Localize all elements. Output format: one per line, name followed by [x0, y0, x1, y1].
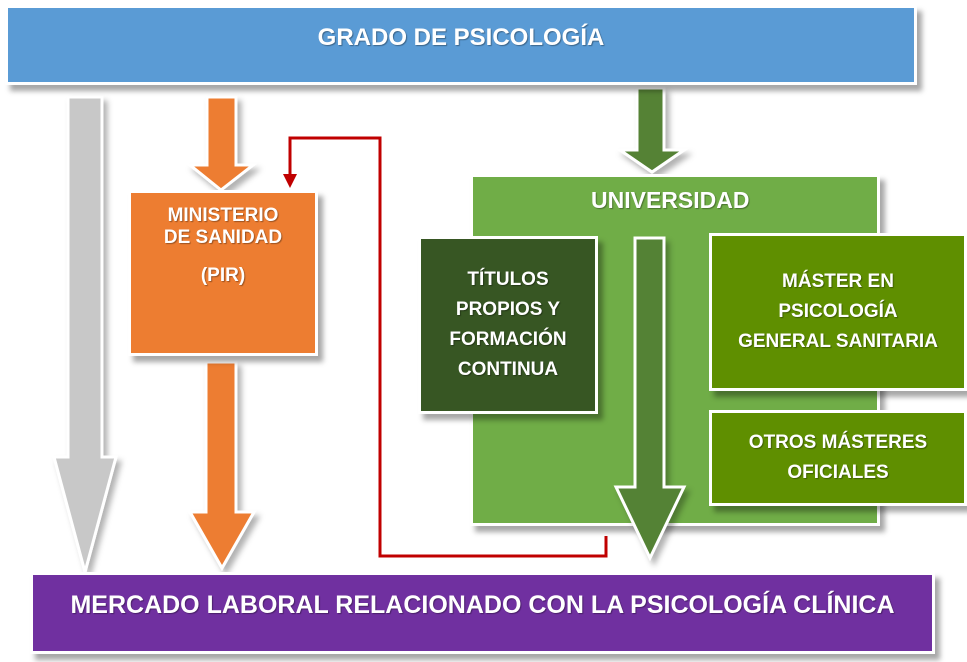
otros-line-2: OFICIALES — [787, 462, 889, 483]
master-line-2: PSICOLOGÍA — [778, 301, 898, 322]
node-grado-de-psicologia: GRADO DE PSICOLOGÍA — [5, 5, 917, 85]
mercado-label: MERCADO LABORAL RELACIONADO CON LA PSICO… — [70, 591, 895, 619]
otros-line-1: OTROS MÁSTERES — [748, 432, 928, 453]
edge-universidad-ministerio-connector — [288, 136, 608, 558]
ministerio-line-1: MINISTERIO — [167, 205, 279, 226]
edge-grado-mercado-arrow — [52, 95, 118, 578]
node-mercado-laboral: MERCADO LABORAL RELACIONADO CON LA PSICO… — [30, 572, 935, 654]
master-line-1: MÁSTER EN — [782, 271, 894, 292]
edge-grado-universidad-arrow — [615, 86, 689, 174]
titulos-line-4: CONTINUA — [457, 359, 559, 380]
ministerio-line-3: (PIR) — [200, 265, 246, 286]
node-ministerio-de-sanidad: MINISTERIO DE SANIDAD (PIR) — [128, 190, 318, 356]
grado-label: GRADO DE PSICOLOGÍA — [317, 24, 605, 51]
connector-arrowhead — [283, 174, 297, 188]
node-otros-masteres-oficiales: OTROS MÁSTERES OFICIALES — [709, 410, 967, 506]
edge-grado-ministerio-arrow — [185, 95, 258, 192]
titulos-line-1: TÍTULOS — [467, 269, 549, 290]
ministerio-line-2: DE SANIDAD — [163, 227, 283, 248]
titulos-line-3: FORMACIÓN — [449, 329, 567, 350]
master-line-3: GENERAL SANITARIA — [738, 331, 938, 352]
node-master-psicologia-general-sanitaria: MÁSTER EN PSICOLOGÍA GENERAL SANITARIA — [709, 233, 967, 391]
node-titulos-propios: TÍTULOS PROPIOS Y FORMACIÓN CONTINUA — [418, 236, 598, 414]
universidad-label: UNIVERSIDAD — [591, 187, 750, 213]
titulos-line-2: PROPIOS Y — [455, 299, 561, 320]
edge-ministerio-mercado-arrow — [187, 360, 257, 572]
